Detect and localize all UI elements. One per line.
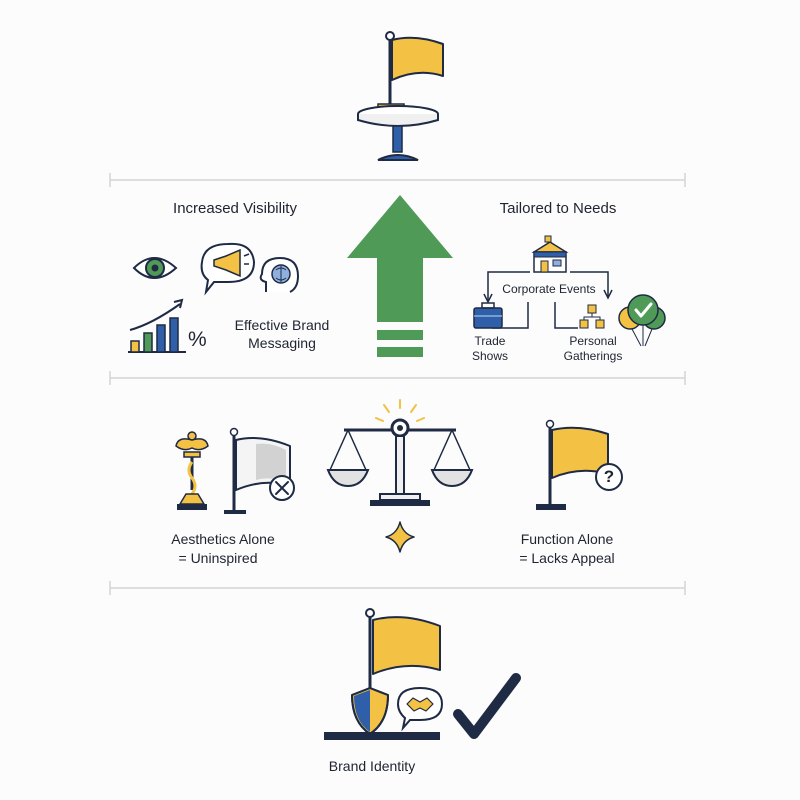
brand-flag-icon bbox=[365, 608, 441, 732]
base-bar bbox=[324, 732, 440, 740]
divider-bottom bbox=[109, 581, 686, 595]
bar-growth-chart-icon bbox=[128, 298, 186, 353]
personal-gatherings-line2: Gatherings bbox=[563, 349, 623, 363]
benefit-title-right: Tailored to Needs bbox=[499, 200, 617, 217]
percent-symbol: % bbox=[188, 328, 207, 351]
growth-up-arrow bbox=[347, 195, 453, 357]
benefit-sub-left-line1: Effective Brand bbox=[234, 317, 330, 333]
benefit-title-left: Increased Visibility bbox=[173, 200, 297, 217]
trade-shows-line1: Trade bbox=[474, 334, 506, 348]
aesthetics-alone-line2: = Uninspired bbox=[178, 550, 258, 566]
network-connectors bbox=[483, 271, 613, 329]
divider-middle bbox=[109, 371, 686, 385]
close-circle-icon bbox=[269, 475, 295, 501]
yellow-flag-icon bbox=[536, 419, 609, 510]
flag-pedestal-icon bbox=[357, 31, 444, 161]
shield-icon bbox=[351, 687, 389, 735]
briefcase-icon bbox=[473, 302, 503, 329]
sparkle-icon bbox=[385, 521, 415, 553]
ornate-pillar-icon bbox=[175, 431, 209, 510]
checkmark-icon bbox=[453, 673, 521, 739]
question-mark: ? bbox=[603, 467, 615, 486]
function-alone-line2: = Lacks Appeal bbox=[519, 550, 615, 566]
trade-shows-line2: Shows bbox=[471, 349, 509, 363]
corporate-events-label: Corporate Events bbox=[502, 282, 596, 296]
aesthetics-alone-line1: Aesthetics Alone bbox=[171, 531, 275, 547]
megaphone-speech-icon bbox=[200, 242, 256, 296]
brain-head-icon bbox=[259, 256, 300, 293]
balance-scale-icon bbox=[326, 399, 474, 506]
balloons-check-icon bbox=[618, 294, 666, 347]
brand-identity-label: Brand Identity bbox=[328, 758, 416, 774]
divider-top bbox=[109, 173, 686, 187]
handshake-bubble-icon bbox=[396, 686, 444, 732]
personal-gatherings-line1: Personal bbox=[569, 334, 617, 348]
benefit-sub-left-line2: Messaging bbox=[248, 335, 316, 351]
storefront-icon bbox=[531, 235, 569, 273]
function-alone-line1: Function Alone bbox=[520, 531, 614, 547]
white-flag-icon bbox=[224, 427, 291, 514]
eye-icon bbox=[132, 257, 178, 279]
hierarchy-icon bbox=[579, 304, 605, 329]
question-circle-icon bbox=[595, 463, 623, 491]
